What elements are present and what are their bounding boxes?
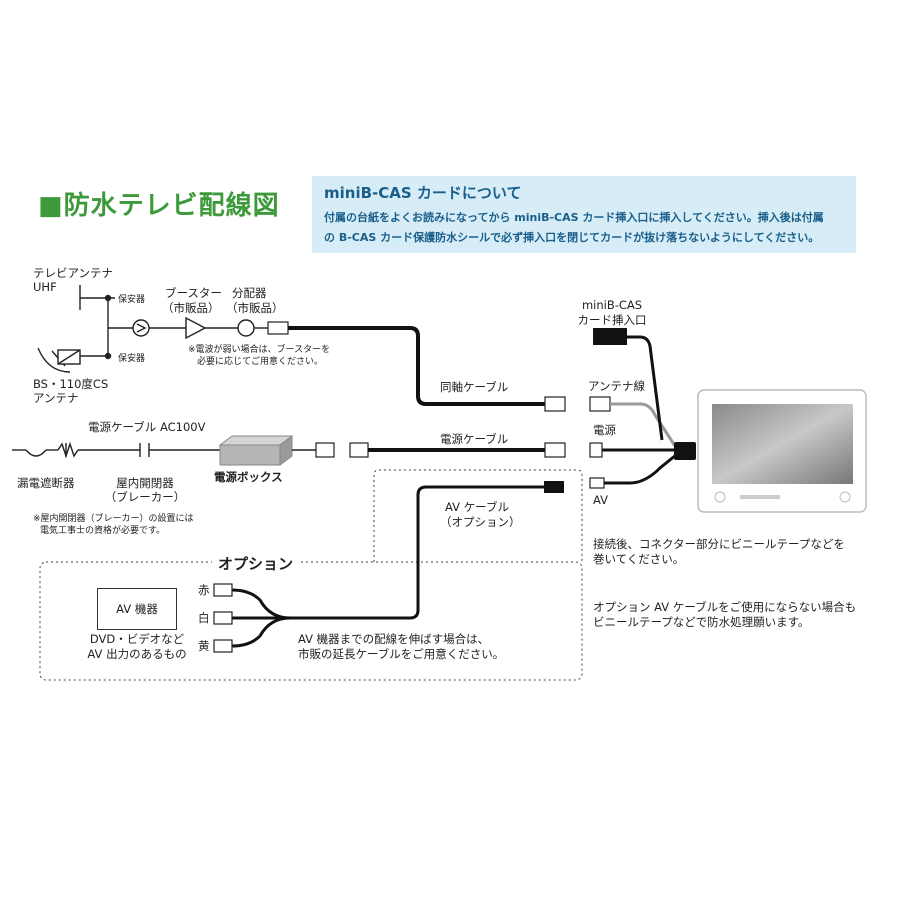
- power-connector-c: [544, 442, 566, 458]
- antenna-wire: [610, 402, 677, 447]
- label-uhf: UHF: [33, 280, 57, 294]
- label-tape-note-1: 接続後、コネクター部分にビニールテープなどを: [593, 537, 845, 551]
- tv-icon: [697, 389, 867, 513]
- rca-yellow-connector: [213, 639, 233, 653]
- option-area-border: [39, 561, 583, 681]
- label-splitter-2: （市販品）: [226, 301, 284, 315]
- label-av-cable: AV ケーブル: [445, 500, 509, 514]
- label-av-cable-2: （オプション）: [440, 515, 521, 529]
- label-tape-note-2: 巻いてください。: [593, 552, 685, 566]
- label-av-device-desc-2: AV 出力のあるもの: [87, 647, 187, 661]
- power-connector-b: [349, 442, 369, 458]
- label-power-cable-ac: 電源ケーブル AC100V: [88, 420, 206, 434]
- label-yellow: 黄: [198, 639, 210, 653]
- label-white: 白: [198, 611, 210, 625]
- indoor-switch-icon: [139, 443, 220, 457]
- page-title: ■防水テレビ配線図: [38, 191, 280, 221]
- label-power-cable: 電源ケーブル: [440, 432, 509, 446]
- option-title: オプション: [212, 553, 300, 574]
- splitter-icon: [237, 319, 255, 337]
- label-red: 赤: [198, 583, 210, 597]
- label-bs-antenna: BS・110度CS: [33, 377, 109, 391]
- label-protector-2: 保安器: [118, 354, 146, 364]
- power-connector-a: [315, 442, 335, 458]
- label-tv-antenna: テレビアンテナ: [33, 266, 114, 280]
- label-booster-note-2: 必要に応じてご用意ください。: [197, 357, 324, 367]
- coax-cable: [288, 326, 545, 406]
- protector-lines: [80, 294, 133, 360]
- label-splitter: 分配器: [232, 286, 267, 300]
- bs-dish-icon: [37, 347, 81, 373]
- av-connector-right: [544, 481, 564, 493]
- label-av-tv: AV: [593, 493, 608, 507]
- av-connector-tv: [589, 477, 605, 489]
- label-booster: ブースター: [165, 286, 222, 300]
- booster-icon: [132, 316, 238, 340]
- label-coax-cable: 同軸ケーブル: [440, 380, 509, 394]
- label-indoor-switch-2: （ブレーカー）: [104, 490, 186, 504]
- card-slot-connector: [593, 328, 627, 345]
- power-connector-d: [589, 442, 603, 458]
- rca-red-connector: [213, 583, 233, 597]
- label-power-tv: 電源: [593, 423, 616, 437]
- leak-breaker-icon: [12, 441, 140, 459]
- label-leak-breaker: 漏電遮断器: [17, 476, 75, 490]
- rca-white-connector: [213, 611, 233, 625]
- label-booster-note-1: ※電波が弱い場合は、ブースターを: [188, 345, 331, 355]
- av-device-box: AV 機器: [97, 588, 177, 630]
- label-power-box: 電源ボックス: [214, 470, 283, 484]
- card-slot-cable: [627, 335, 664, 441]
- antenna-connector: [589, 396, 611, 412]
- av-cable: [290, 485, 544, 620]
- label-av-extend-1: AV 機器までの配線を伸ばす場合は、: [298, 632, 490, 646]
- label-booster-2: （市販品）: [162, 301, 220, 315]
- label-card-slot-1: miniB-CAS: [581, 298, 643, 312]
- label-antenna-wire: アンテナ線: [588, 379, 646, 393]
- label-bs-antenna-2: アンテナ: [33, 391, 79, 405]
- label-protector-1: 保安器: [118, 295, 146, 305]
- rca-yellow-wire: [231, 616, 291, 648]
- label-av-extend-2: 市販の延長ケーブルをご用意ください。: [298, 647, 505, 661]
- info-box: miniB-CAS カードについて 付属の台紙をよくお読みになってから mini…: [312, 176, 856, 253]
- coax-connector-right: [544, 396, 566, 412]
- rca-red-wire: [231, 588, 291, 620]
- coax-connector-left: [267, 321, 289, 335]
- label-card-slot-2: カード挿入口: [577, 313, 647, 327]
- label-indoor-switch: 屋内開閉器: [116, 476, 174, 490]
- info-title: miniB-CAS カードについて: [324, 184, 522, 202]
- cable-bundle: [674, 442, 696, 460]
- label-option-note-2: ビニールテープなどで防水処理願います。: [593, 615, 810, 629]
- label-switch-note-2: 電気工事士の資格が必要です。: [40, 526, 166, 536]
- label-option-note-1: オプション AV ケーブルをご使用にならない場合も: [593, 600, 857, 614]
- power-box-icon: [218, 435, 294, 466]
- info-line-2: の B-CAS カード保護防水シールで必ず挿入口を閉じてカードが抜け落ちないよう…: [324, 231, 820, 244]
- av-wire-tv: [604, 453, 677, 485]
- label-av-device-desc-1: DVD・ビデオなど: [89, 632, 185, 646]
- info-line-1: 付属の台紙をよくお読みになってから miniB-CAS カード挿入口に挿入してく…: [324, 211, 824, 224]
- label-switch-note-1: ※屋内開閉器（ブレーカー）の設置には: [33, 514, 194, 524]
